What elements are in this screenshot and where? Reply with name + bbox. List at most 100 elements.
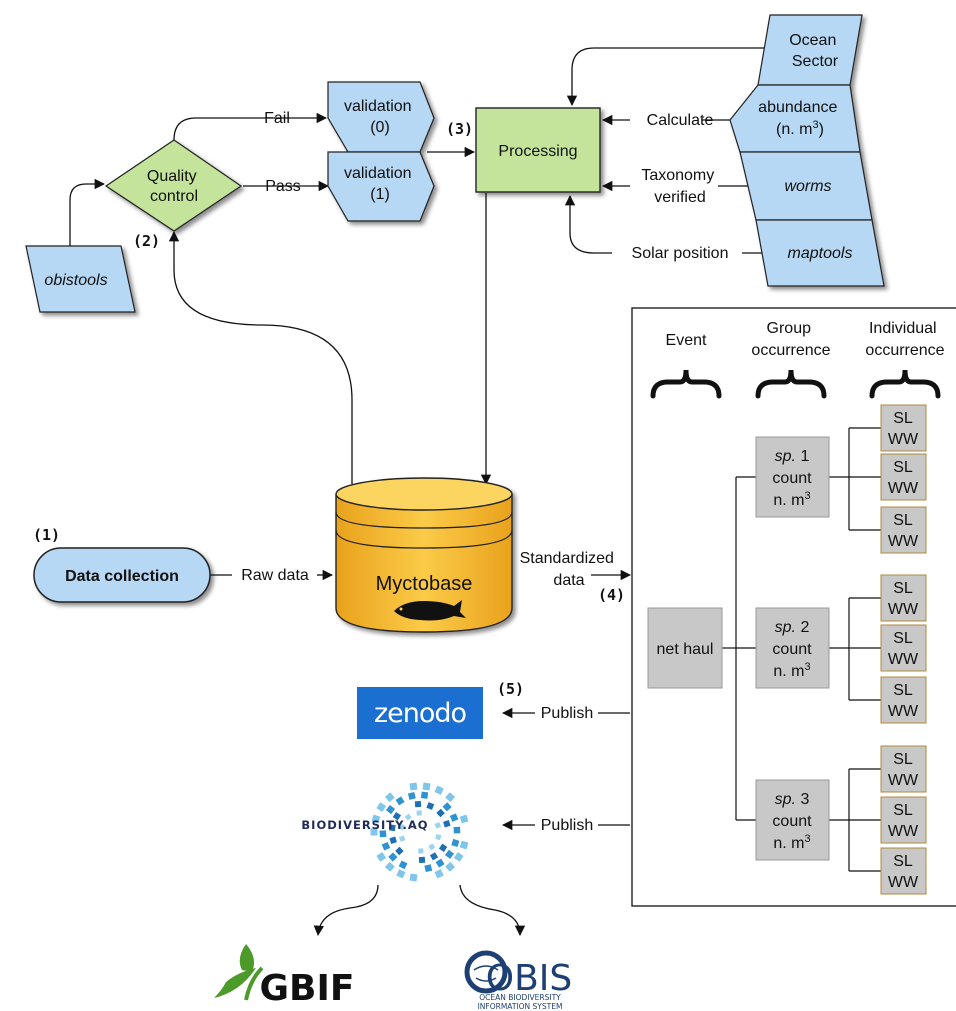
group-box-2: sp. 2 count n. m3 [755, 607, 830, 689]
tree-lines [722, 427, 881, 872]
validation-0-label: validation (0) [344, 98, 416, 136]
group-1-unit: n. m [773, 492, 804, 509]
group-box-3: sp. 3 count n. m3 [755, 779, 830, 861]
group-1-sp: sp. [775, 448, 796, 465]
individual-ww-label: WW [888, 651, 919, 668]
gbif-logo[interactable]: GBIF [214, 944, 354, 1009]
individual-ww-label: WW [888, 533, 919, 550]
sector-label: Sector [792, 53, 839, 70]
group-3-unit: n. m [773, 835, 804, 852]
quality-control-node: Quality control [104, 139, 243, 232]
validation-1-value: (1) [370, 186, 390, 203]
group-header-line2: occurrence [751, 342, 830, 359]
svg-text:n. m3: n. m3 [773, 490, 810, 509]
validation-0-value: (0) [370, 119, 390, 136]
individual-sl-label: SL [893, 512, 913, 529]
publish-zenodo-label: Publish [541, 705, 593, 722]
standardized-label: Standardized [520, 550, 614, 567]
abundance-unit: (n. m [776, 121, 812, 138]
data-collection-label: Data collection [65, 568, 179, 585]
individual-ww-label: WW [888, 431, 919, 448]
obis-logo[interactable]: OBIS OCEAN BIODIVERSITY INFORMATION SYST… [464, 950, 572, 1011]
validation-0-title: validation [344, 98, 412, 115]
abundance-exponent: 3 [813, 119, 819, 131]
gbif-leaf-icon [214, 944, 264, 1001]
group-1-count: count [772, 470, 812, 487]
abundance-label: abundance (n. m3) [758, 99, 842, 138]
brace-icons [650, 369, 941, 399]
step-markers: (1) (2) (3) (4) (5) [33, 120, 625, 698]
individual-box: SL WW [880, 796, 927, 844]
group-2-sp: sp. [775, 619, 796, 636]
individual-header-line1: Individual [869, 320, 937, 337]
individual-box: SL WW [880, 404, 927, 452]
occurrence-table: Event Group occurrence Individual occurr… [631, 307, 956, 907]
quality-label: Quality [147, 168, 197, 185]
taxonomy-label: Taxonomy [641, 167, 714, 184]
individual-box: SL WW [880, 624, 927, 672]
quality-control-label: Quality control [147, 168, 201, 205]
group-1-exp: 3 [805, 490, 811, 502]
individual-box: SL WW [880, 847, 927, 895]
group-3-num: 3 [796, 791, 809, 808]
publish-biodiversity-label: Publish [541, 817, 593, 834]
table-frame [631, 307, 956, 907]
individual-ww-label: WW [888, 703, 919, 720]
standardized-data-label: Standardized data [520, 550, 619, 589]
step-1-marker: (1) [33, 526, 60, 544]
zenodo-logo[interactable]: zenodo [357, 687, 483, 739]
individual-occurrence-header: Individual occurrence [865, 320, 944, 359]
abundance-close: ) [819, 121, 824, 138]
group-3-count: count [772, 813, 812, 830]
individual-sl-label: SL [893, 459, 913, 476]
individual-sl-label: SL [893, 410, 913, 427]
data-label: data [553, 572, 584, 589]
group-2-exp: 3 [805, 661, 811, 673]
individual-sl-label: SL [893, 802, 913, 819]
svg-text:sp. 1: sp. 1 [775, 448, 810, 465]
obistools-node: obistools [25, 245, 136, 313]
individual-ww-label: WW [888, 823, 919, 840]
obis-subtitle-line1: OCEAN BIODIVERSITY [479, 993, 561, 1002]
biodiversity-aq-logo[interactable]: BIODIVERSITY.AQ [301, 782, 469, 882]
ocean-label: Ocean [789, 32, 836, 49]
group-2-num: 2 [796, 619, 809, 636]
gbif-wordmark: GBIF [260, 968, 355, 1009]
control-label: control [150, 188, 198, 205]
step-4-marker: (4) [598, 586, 625, 604]
event-header: Event [666, 332, 707, 349]
maptools-node: maptools [755, 219, 885, 287]
myctobase-database [335, 477, 513, 633]
svg-text:sp. 3: sp. 3 [775, 791, 810, 808]
step-3-marker: (3) [446, 120, 473, 138]
fail-label: Fail [264, 110, 290, 127]
svg-text:n. m3: n. m3 [773, 833, 810, 852]
calculate-label: Calculate [647, 112, 714, 129]
individual-brace-icon [869, 369, 941, 399]
obis-subtitle-line2: INFORMATION SYSTEM [478, 1002, 563, 1011]
individual-sl-label: SL [893, 853, 913, 870]
ocean-sector-node: Ocean Sector [757, 14, 863, 86]
worms-node: worms [739, 151, 873, 221]
individual-ww-label: WW [888, 874, 919, 891]
individual-sl-label: SL [893, 630, 913, 647]
fish-icon [394, 600, 466, 621]
obis-globe-icon [464, 950, 508, 994]
obistools-label: obistools [44, 272, 107, 289]
individual-box: SL WW [880, 506, 927, 554]
group-box-1: sp. 1 count n. m3 [755, 436, 830, 518]
validation-1-label: validation (1) [344, 165, 416, 203]
edge-labels: Fail Pass Calculate Taxonomy verified So… [241, 110, 728, 834]
solar-position-label: Solar position [632, 245, 729, 262]
biodiversity-wordmark: BIODIVERSITY.AQ [301, 818, 428, 832]
verified-label: verified [654, 189, 706, 206]
raw-data-label: Raw data [241, 567, 309, 584]
step-5-marker: (5) [497, 680, 524, 698]
event-brace-icon [650, 369, 722, 399]
net-haul-label: net haul [657, 641, 714, 658]
